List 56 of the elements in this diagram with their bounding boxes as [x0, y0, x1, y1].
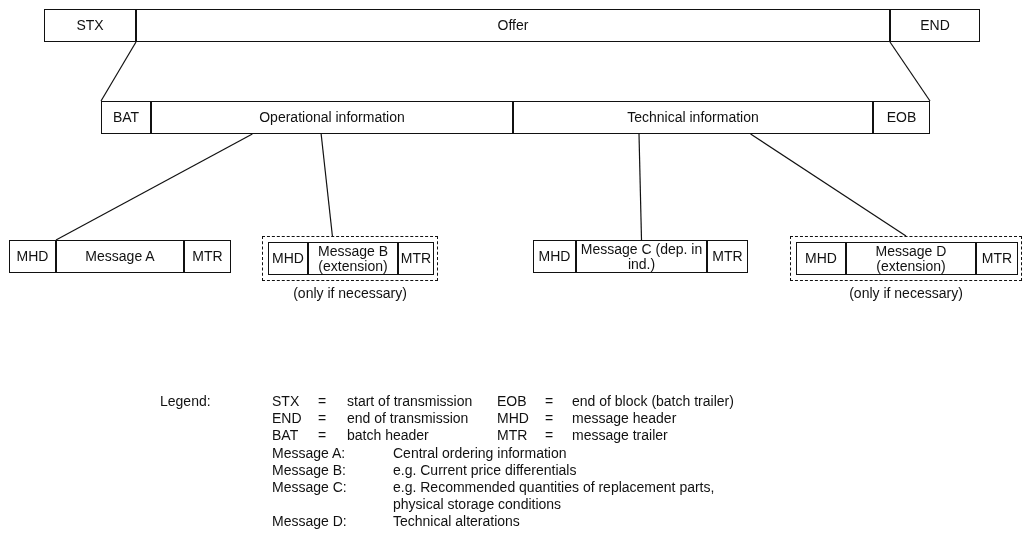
legend-text: end of block (batch trailer) [572, 393, 734, 410]
legend-text: = [318, 393, 327, 410]
field-cell: MTR [976, 242, 1018, 275]
legend-text: BAT [272, 427, 299, 444]
legend-text: END [272, 410, 302, 427]
legend-text: = [545, 393, 554, 410]
legend-text: MTR [497, 427, 528, 444]
field-cell: Message C (dep. in ind.) [576, 240, 707, 273]
legend-text: Message A: [272, 445, 346, 462]
legend-text: Technical alterations [393, 513, 520, 530]
legend-text: Message B: [272, 462, 346, 479]
legend-text: = [318, 427, 327, 444]
legend-text: EOB [497, 393, 527, 410]
field-cell: Message A [56, 240, 184, 273]
optional-group-box [790, 236, 1022, 281]
legend-text: e.g. Recommended quantities of replacement parts, physical storage conditions [393, 479, 716, 513]
connector-line [100, 41, 137, 102]
connector-line [889, 41, 931, 102]
field-cell: Message D (extension) [846, 242, 976, 275]
legend-text: = [545, 427, 554, 444]
field-cell: MTR [707, 240, 748, 273]
legend-text: Message C: [272, 479, 347, 496]
legend-text: Message D: [272, 513, 347, 530]
field-cell: MHD [268, 242, 308, 275]
field-cell: Operational information [151, 101, 513, 134]
legend-text: start of transmission [347, 393, 473, 410]
field-cell: MHD [533, 240, 576, 273]
optional-group-box [262, 236, 438, 281]
field-cell: END [890, 9, 980, 42]
legend-text: STX [272, 393, 300, 410]
field-cell: STX [44, 9, 136, 42]
field-cell: Offer [136, 9, 890, 42]
field-cell: Message B (extension) [308, 242, 398, 275]
legend-text: = [545, 410, 554, 427]
field-cell: Technical information [513, 101, 873, 134]
field-cell: BAT [101, 101, 151, 134]
connector-line [55, 133, 253, 241]
legend-text: batch header [347, 427, 429, 444]
field-cell: EOB [873, 101, 930, 134]
field-cell: MHD [796, 242, 846, 275]
legend-text: e.g. Current price differentials [393, 462, 577, 479]
legend-text: Legend: [160, 393, 211, 410]
field-cell: MHD [9, 240, 56, 273]
legend-text: message trailer [572, 427, 668, 444]
legend-text: message header [572, 410, 677, 427]
note-text: (only if necessary) [848, 285, 964, 302]
connector-line [320, 133, 333, 237]
legend-text: Central ordering information [393, 445, 567, 462]
legend-text: = [318, 410, 327, 427]
field-cell: MTR [184, 240, 231, 273]
note-text: (only if necessary) [292, 285, 408, 302]
field-cell: MTR [398, 242, 434, 275]
legend-text: MHD [497, 410, 529, 427]
connector-line [750, 133, 907, 237]
connector-line [638, 133, 643, 241]
legend-text: end of transmission [347, 410, 469, 427]
